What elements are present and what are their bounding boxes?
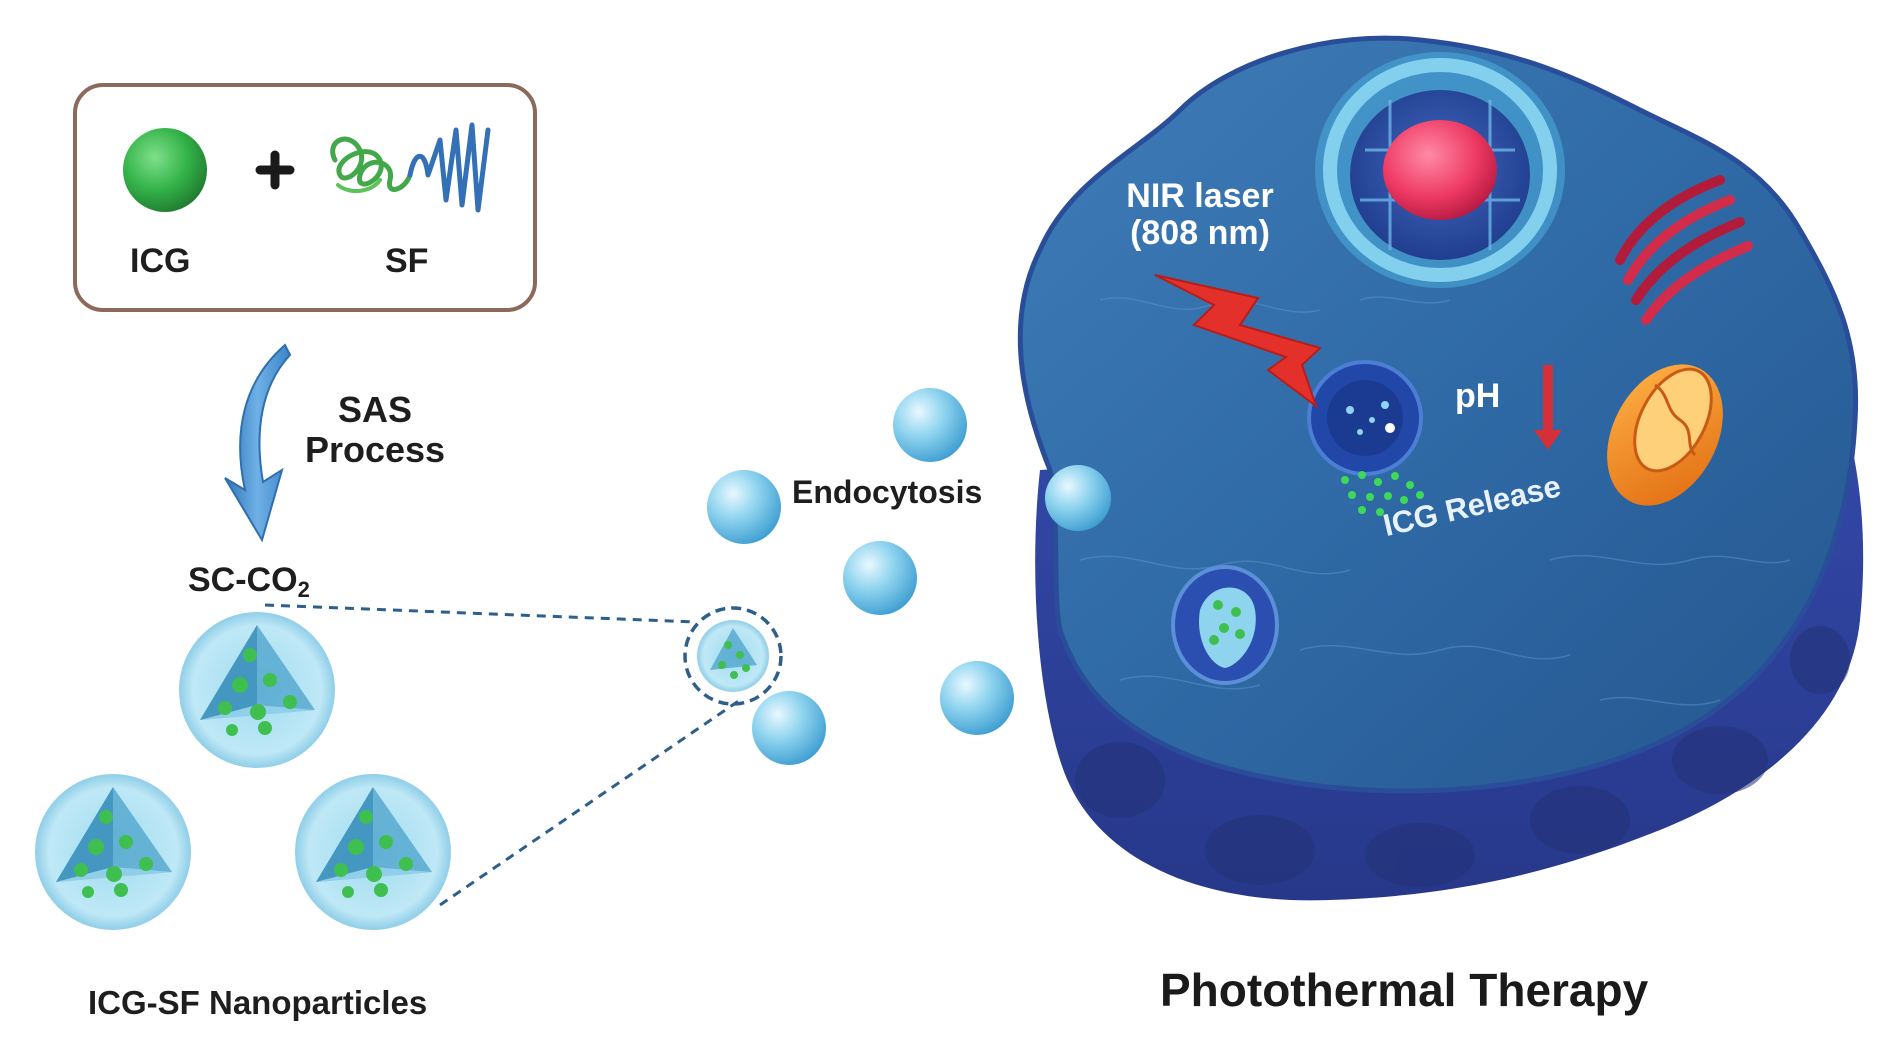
lysosome bbox=[1307, 360, 1423, 476]
endocytosis-particles bbox=[707, 388, 1014, 765]
sas-process-line2: Process bbox=[304, 428, 446, 470]
sas-process-label: SAS Process bbox=[300, 390, 450, 469]
ph-decrease-arrow bbox=[1534, 365, 1562, 450]
nanoparticles-label: ICG-SF Nanoparticles bbox=[88, 984, 428, 1021]
zoom-dashed-lines bbox=[264, 603, 741, 907]
sf-label: SF bbox=[385, 242, 429, 280]
nir-laser-line2: (808 nm) bbox=[1130, 214, 1270, 253]
photothermal-therapy-label: Photothermal Therapy bbox=[1160, 964, 1649, 1016]
nucleolus bbox=[1383, 120, 1497, 220]
sas-process-line1: SAS bbox=[337, 389, 413, 430]
nanoparticle-3 bbox=[295, 774, 451, 930]
silk-fibroin-icon bbox=[330, 122, 491, 213]
mitochondrion bbox=[1607, 364, 1723, 506]
golgi-apparatus bbox=[1615, 175, 1753, 325]
nanoparticle-1 bbox=[179, 612, 335, 768]
zoomed-nanoparticle bbox=[683, 606, 783, 706]
sc-co2-subscript: 2 bbox=[297, 577, 310, 602]
laser-bolt-icon bbox=[1154, 274, 1322, 409]
sc-co2-label: SC-CO2 bbox=[188, 561, 310, 602]
cell-side-bumps bbox=[1075, 626, 1850, 887]
nir-laser-label: NIR laser (808 nm) bbox=[1100, 177, 1300, 253]
endocytosed-particle bbox=[1045, 465, 1111, 531]
icg-molecule-icon bbox=[123, 128, 207, 212]
plus-icon bbox=[255, 150, 295, 190]
nucleus bbox=[1315, 52, 1565, 288]
endocytosis-label: Endocytosis bbox=[792, 474, 983, 510]
nanoparticle-2 bbox=[35, 774, 191, 930]
icg-label: ICG bbox=[130, 242, 191, 280]
endosome bbox=[1171, 565, 1279, 685]
sc-co2-base: SC-CO bbox=[188, 561, 298, 599]
released-icg-dots bbox=[1341, 471, 1424, 516]
ph-label: pH bbox=[1455, 377, 1501, 415]
nir-laser-line1: NIR laser bbox=[1126, 177, 1274, 215]
sas-process-arrow bbox=[224, 343, 292, 543]
cytoplasm-texture bbox=[1079, 296, 1791, 706]
